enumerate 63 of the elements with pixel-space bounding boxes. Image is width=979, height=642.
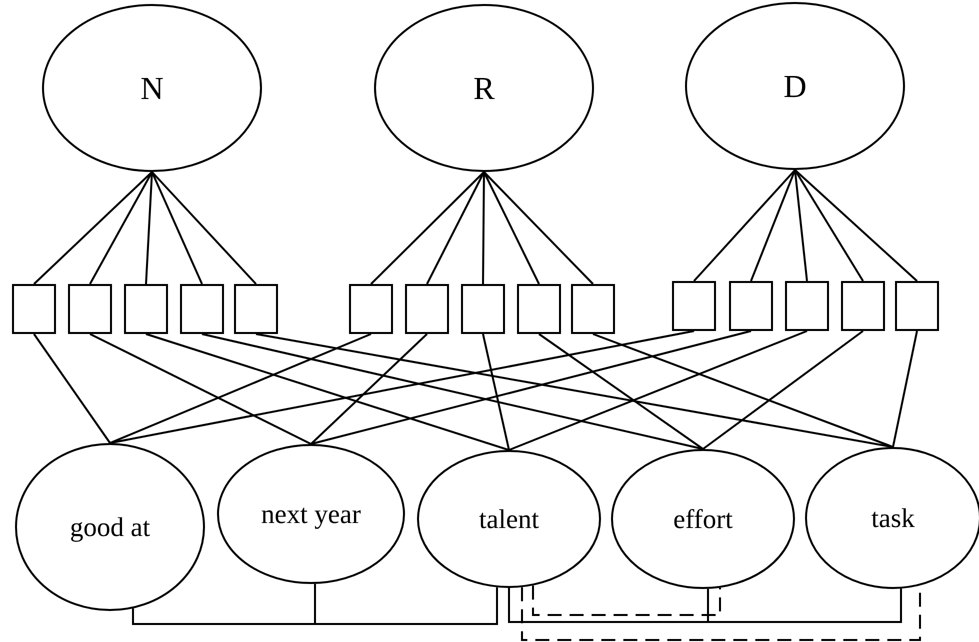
square-node	[841, 281, 885, 331]
connector-line	[483, 171, 594, 285]
dashed-connector	[521, 586, 921, 641]
node-label: task	[871, 502, 915, 534]
connector-line	[314, 584, 498, 625]
connector-line	[146, 333, 510, 451]
connector-line	[538, 333, 704, 450]
connector-line	[151, 172, 203, 284]
ellipse-node	[374, 4, 594, 172]
connector-line	[110, 330, 694, 444]
connector-line	[483, 172, 540, 284]
connector-line	[145, 172, 153, 284]
dashed-connector	[532, 586, 721, 616]
connector-line	[702, 330, 864, 450]
node-label: effort	[673, 504, 733, 534]
node-label: D	[783, 68, 807, 104]
node-label: next year	[261, 498, 361, 530]
square-node	[571, 284, 615, 334]
connector-line	[794, 169, 918, 282]
square-node	[124, 284, 168, 334]
connector-line	[508, 330, 808, 451]
connector-line	[592, 333, 894, 448]
ellipse-node	[611, 449, 795, 589]
node-label: good at	[70, 512, 150, 542]
connector-line	[482, 172, 485, 284]
node-label: N	[140, 70, 164, 106]
square-node	[729, 281, 773, 331]
ellipse-node	[417, 450, 601, 588]
ellipse-node	[42, 4, 262, 172]
connector-line	[750, 170, 796, 282]
square-node	[405, 284, 449, 334]
connector-line	[370, 171, 485, 285]
square-node	[234, 284, 278, 334]
connector-line	[693, 169, 796, 282]
square-node	[785, 281, 829, 331]
ellipse-node	[217, 444, 405, 584]
node-label: R	[473, 70, 495, 106]
connector-line	[794, 169, 864, 282]
connector-line	[110, 333, 372, 444]
square-node	[895, 281, 939, 331]
connector-line	[90, 333, 312, 445]
connector-line	[89, 172, 153, 284]
square-node	[672, 281, 716, 331]
connector-line	[310, 333, 428, 445]
connector-line	[794, 170, 808, 282]
connector-line	[33, 171, 153, 285]
connector-line	[426, 172, 485, 284]
connector-line	[892, 330, 918, 448]
connector-line	[33, 333, 111, 444]
connector-line	[202, 333, 704, 450]
square-node	[461, 284, 505, 334]
connector-line	[151, 171, 257, 285]
connector-line	[310, 330, 752, 445]
ellipse-node	[15, 443, 205, 611]
connector-line	[707, 588, 902, 623]
square-node	[12, 284, 56, 334]
node-label: talent	[479, 504, 539, 534]
square-node	[180, 284, 224, 334]
connector-line	[482, 334, 510, 450]
square-node	[517, 284, 561, 334]
square-node	[68, 284, 112, 334]
ellipse-node	[685, 2, 905, 170]
square-node	[349, 284, 393, 334]
